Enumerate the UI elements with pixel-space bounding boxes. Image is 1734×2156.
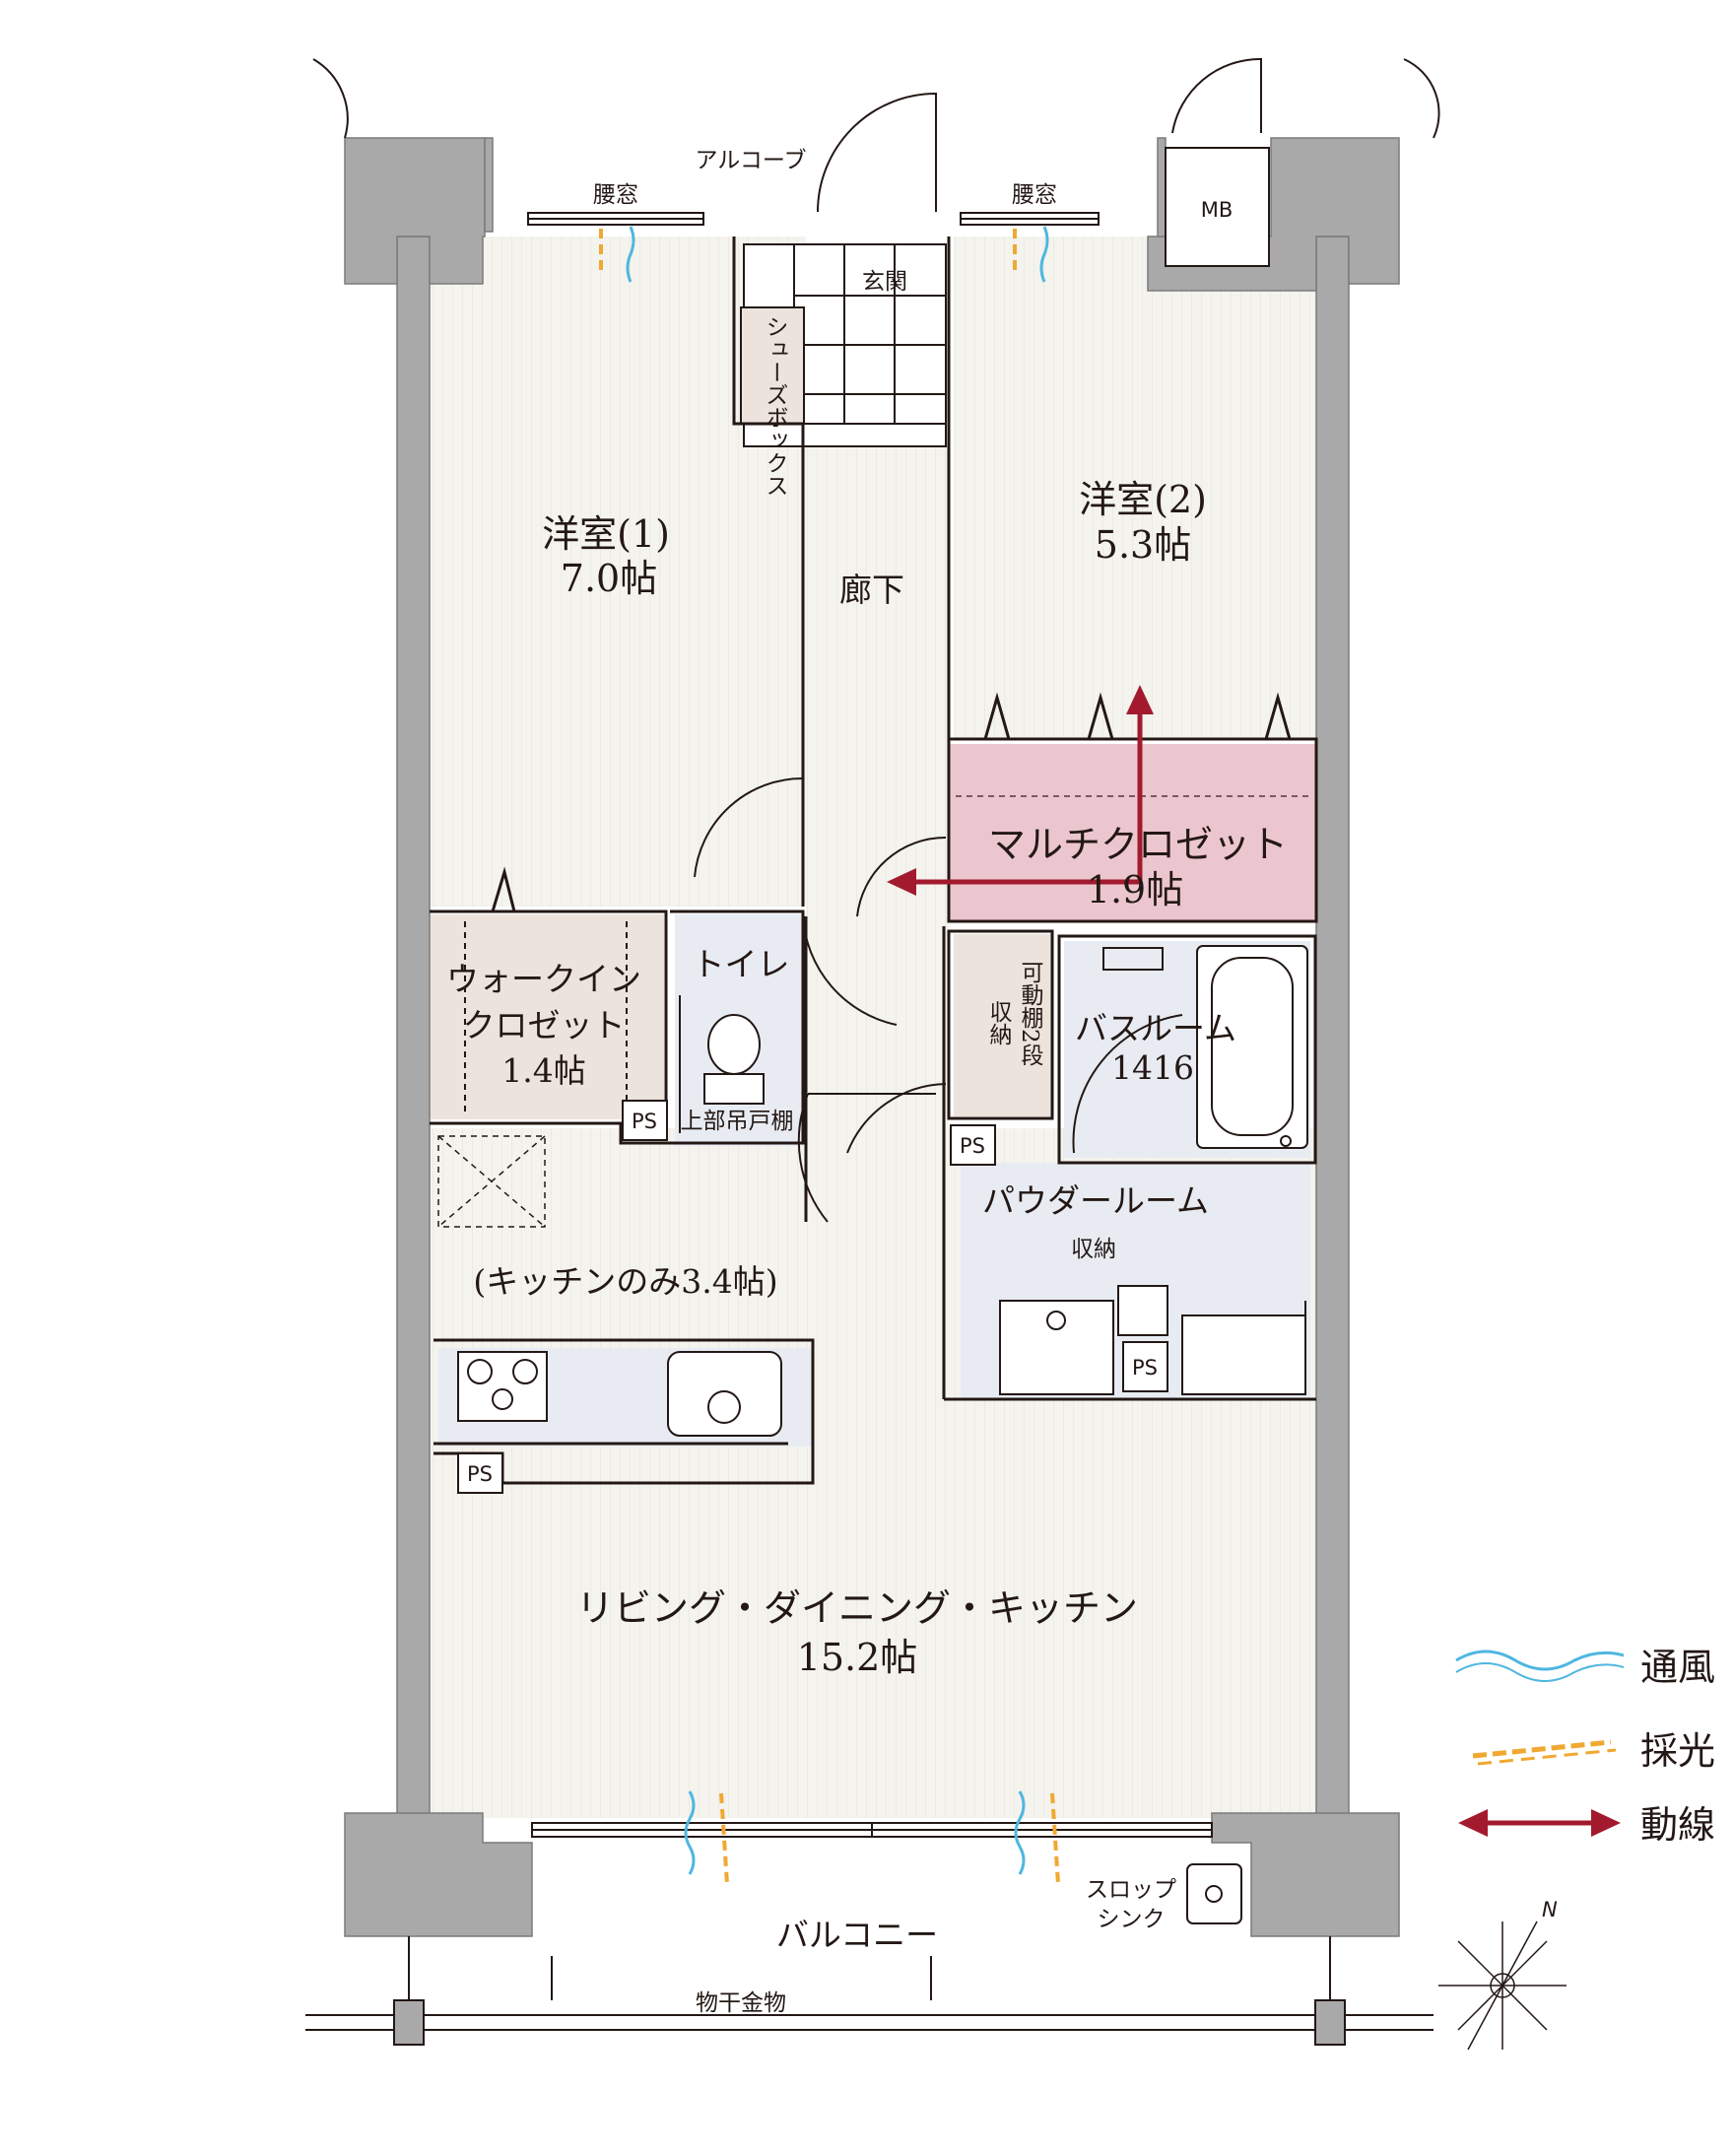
legend: 通風 採光 動線 [1455,1646,1715,1847]
legend-ventilation-label: 通風 [1640,1646,1715,1689]
lighting-dash-icon [1472,1739,1612,1759]
toilet-fixture [679,995,765,1133]
western-room-1-name: 洋室(1) [542,512,670,556]
western-room-1-size: 7.0帖 [561,557,657,600]
powder-storage-label: 収納 [1071,1237,1116,1262]
ps-label-shelf: PS [960,1134,985,1158]
partitions [430,236,1318,1485]
bathroom-name: バスルーム [1075,1009,1236,1047]
multi-closet-size: 1.9帖 [1087,868,1183,911]
shoe-box-label: シューズボックス [762,315,788,497]
closet-door-marks [491,692,1292,912]
western-room-2-size: 5.3帖 [1095,523,1191,567]
storage-shelf-floor [954,934,1052,1116]
stove [457,1351,548,1422]
multi-closet-floor [949,744,1316,921]
shelf-storage-label: 収納 [985,1000,1013,1045]
bathroom-size: 1416 [1111,1048,1194,1087]
doors [312,57,1440,1223]
ventilation-marks [626,226,1049,1875]
ps-boxes [457,1100,1168,1494]
walls [344,137,1400,1937]
slop-sink-label-line1: スロップ [1086,1877,1176,1903]
circulation-arrows [887,685,1154,896]
laundry-pole-label: 物干金物 [696,1990,786,2016]
compass-north-label: N [1542,1898,1558,1921]
legend-lighting: 採光 [1472,1729,1715,1773]
shoe-box [740,306,805,425]
compass-rose [1438,1920,1567,2051]
ps-label-toilet: PS [632,1110,657,1133]
range-hood [437,1135,546,1228]
washbasin [999,1285,1306,1395]
circulation-arrow-icon [1458,1809,1621,1837]
ldk-size: 15.2帖 [797,1636,918,1679]
alcove-label: アルコーブ [696,148,807,173]
mb-box [1165,147,1270,267]
western-room-2-name: 洋室(2) [1079,478,1207,521]
ps-label-kitchen: PS [467,1462,493,1486]
legend-ventilation: 通風 [1455,1646,1715,1689]
koshimado-right-label: 腰窓 [1012,182,1057,208]
wic-size: 1.4帖 [501,1051,585,1090]
legend-circulation: 動線 [1458,1803,1715,1847]
floor-areas [430,236,1316,1818]
western-room-2-floor [954,236,1316,739]
powder-room-label: パウダールーム [982,1181,1209,1220]
ldk-name: リビング・ダイニング・キッチン [576,1586,1138,1630]
genkan-label: 玄関 [862,269,907,295]
ps-label-powder: PS [1132,1356,1158,1380]
sink [667,1351,782,1437]
balcony-post-right [1314,1999,1346,2046]
corridor-label: 廊下 [839,571,904,609]
balcony-post-left [393,1999,425,2046]
slop-sink [1186,1863,1242,1924]
upper-shelf-label: 上部吊戸棚 [681,1109,794,1134]
top-windows [527,212,1100,226]
kitchen-only-label: (キッチンのみ3.4帖) [473,1262,777,1301]
wic-label-line2: クロゼット [463,1006,626,1044]
mb-label: MB [1201,198,1234,222]
corridor-floor [806,443,949,1222]
walk-in-closet-floor [430,914,664,1119]
ventilation-wave-icon [1455,1650,1625,1671]
wic-label-line1: ウォークイン [446,960,641,998]
toilet-label: トイレ [693,945,790,983]
bathtub [1102,945,1308,1149]
balcony-label: バルコニー [776,1916,938,1954]
legend-lighting-label: 採光 [1640,1729,1715,1773]
legend-circulation-label: 動線 [1640,1803,1715,1847]
slop-sink-label-line2: シンク [1098,1907,1166,1932]
adjustable-shelf-label: 可動棚2段 [1017,961,1044,1066]
multi-closet-name: マルチクロゼット [988,823,1288,866]
lighting-marks [599,229,1060,1885]
koshimado-left-label: 腰窓 [593,182,638,208]
balcony-windows [531,1822,1213,1838]
